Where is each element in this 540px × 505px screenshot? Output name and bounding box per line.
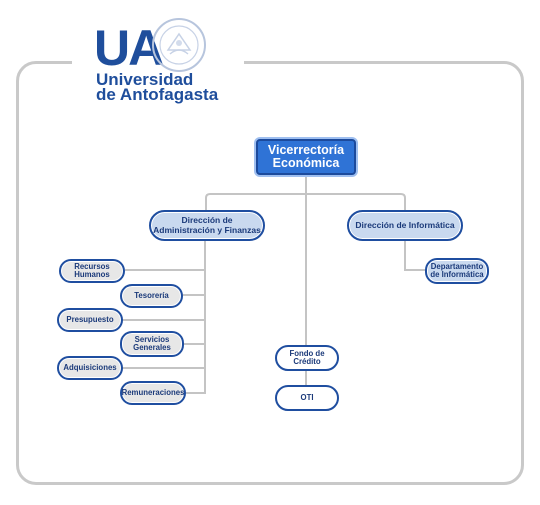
node-tesoreria: Tesorería [120, 284, 183, 308]
university-seal-icon [152, 18, 206, 72]
node-servicios-generales: Servicios Generales [120, 331, 184, 357]
node-presupuesto: Presupuesto [57, 308, 123, 332]
logo-line-1: Universidad [96, 70, 194, 89]
node-fondo-credito: Fondo de Crédito [275, 345, 339, 371]
node-oti: OTI [275, 385, 339, 411]
logo-line-2: de Antofagasta [96, 85, 219, 104]
connector-departamento [404, 241, 426, 271]
node-vicerrectoria: Vicerrectoría Económica [256, 139, 356, 175]
node-departamento-informatica: Departamento de Informática [425, 258, 489, 284]
node-adquisiciones: Adquisiciones [57, 356, 123, 380]
content-frame [16, 61, 524, 485]
connector-directions [205, 193, 406, 210]
node-recursos-humanos: Recursos Humanos [59, 259, 125, 283]
node-direccion-administracion: Dirección de Administración y Finanzas [149, 210, 265, 241]
node-direccion-informatica: Dirección de Informática [347, 210, 463, 241]
node-remuneraciones: Remuneraciones [120, 381, 186, 405]
